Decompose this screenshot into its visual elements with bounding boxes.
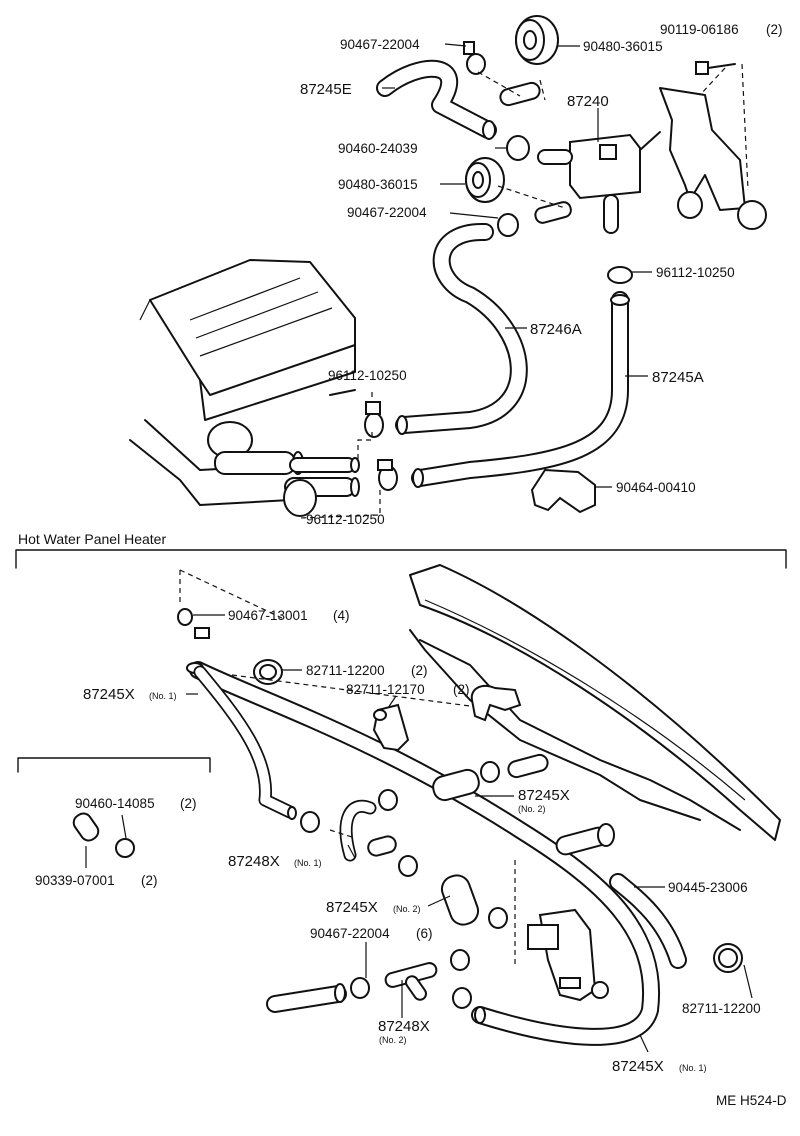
clamp-82711-12200-a <box>253 659 283 685</box>
hose-87245X-no2-a <box>432 753 549 802</box>
panel-hose-bracket <box>470 684 522 722</box>
clamp-90460-24039 <box>506 135 530 161</box>
label-87248X-no1: 87248X <box>228 853 280 870</box>
label-90339-07001-qty: (2) <box>141 873 158 888</box>
plug-90339-07001 <box>72 812 100 842</box>
label-90460-24039: 90460-24039 <box>338 141 418 156</box>
pipe-stub-top <box>499 81 541 107</box>
valve-bracket <box>659 87 767 230</box>
label-87246A: 87246A <box>530 321 582 338</box>
label-90467-22004-bottom-qty: (6) <box>416 926 433 941</box>
label-87245X-no1-top-sub: (No. 1) <box>149 691 177 701</box>
label-87240: 87240 <box>567 93 609 110</box>
diagram-code: ME H524-D <box>716 1093 787 1108</box>
hose-87245A <box>411 291 630 488</box>
label-87248X-no1-sub: (No. 1) <box>294 858 322 868</box>
label-82711-12200-a-qty: (2) <box>411 663 428 678</box>
label-87245X-no1-bottom-sub: (No. 1) <box>679 1063 707 1073</box>
label-82711-12170-qty: (2) <box>453 682 470 697</box>
label-96112-10250-right: 96112-10250 <box>656 265 735 280</box>
hose-lower-left-cut <box>266 983 347 1013</box>
hose-90445-23006 <box>609 873 687 969</box>
label-90460-14085: 90460-14085 <box>75 796 155 811</box>
clamp-82711-12200-b <box>713 943 743 973</box>
label-87248X-no2-sub: (No. 2) <box>379 1035 407 1045</box>
label-82711-12170: 82711-12170 <box>346 682 425 697</box>
hose-87245X-no1-branch <box>193 665 297 820</box>
grommet-90480-36015-top <box>515 15 559 65</box>
label-87245E: 87245E <box>300 81 352 98</box>
label-90445-23006: 90445-23006 <box>668 880 748 895</box>
instrument-panel <box>409 564 781 841</box>
label-87245X-no2-a-sub: (No. 2) <box>518 804 546 814</box>
label-90467-22004-top: 90467-22004 <box>340 37 420 52</box>
label-90467-13001-qty: (4) <box>333 608 350 623</box>
clamp-96112-10250-right <box>607 266 633 284</box>
leader-lines <box>85 43 753 1053</box>
label-87245X-no1-top: 87245X <box>83 686 135 703</box>
label-90119-06186: 90119-06186 <box>660 22 739 37</box>
label-90467-13001: 90467-13001 <box>228 608 308 623</box>
engine-pipe-fittings <box>207 421 360 517</box>
hose-87245X-no2-b <box>440 874 508 929</box>
dashed-guide-lines-upper <box>299 63 749 519</box>
hose-87246A <box>395 222 528 435</box>
label-96112-10250-bottom: 96112-10250 <box>306 512 385 527</box>
clip-90464-00410 <box>530 468 596 514</box>
heater-core-unit <box>527 908 609 1002</box>
label-82711-12200-b: 82711-12200 <box>682 1001 761 1016</box>
clamp-90467-22004-top <box>463 41 486 75</box>
pipe-stub-right <box>555 823 615 856</box>
pipe-87248X-no2 <box>350 949 472 1009</box>
dashed-guide-lines-lower <box>179 569 516 965</box>
label-96112-10250-left: 96112-10250 <box>328 368 407 383</box>
label-90480-36015-mid: 90480-36015 <box>338 177 418 192</box>
section-bracket <box>15 549 787 569</box>
side-box-bracket <box>17 757 211 773</box>
bolt-90119-06186 <box>695 61 736 75</box>
label-90464-00410: 90464-00410 <box>616 480 696 495</box>
engine-block <box>129 259 356 506</box>
label-90119-06186-qty: (2) <box>766 22 783 37</box>
hose-87248X-no1 <box>339 799 397 862</box>
clamp-96112-10250-left <box>364 401 384 438</box>
bracket-82711-12170 <box>372 703 410 752</box>
grommet-90480-36015-mid <box>465 157 505 203</box>
label-87245A: 87245A <box>652 369 704 386</box>
clamp-90460-14085 <box>115 838 135 858</box>
label-87245X-no2-a: 87245X <box>518 787 570 804</box>
hose-87245E <box>376 59 497 140</box>
label-90339-07001: 90339-07001 <box>35 873 115 888</box>
label-87245X-no2-b: 87245X <box>326 899 378 916</box>
label-90480-36015-top: 90480-36015 <box>583 39 663 54</box>
label-90467-22004-bottom: 90467-22004 <box>310 926 390 941</box>
clamp-90467-22004-mid <box>497 201 572 237</box>
clamp-96112-10250-bottom <box>377 459 398 491</box>
water-valve-87240 <box>537 131 661 234</box>
label-87245X-no2-b-sub: (No. 2) <box>393 904 421 914</box>
label-82711-12200-a: 82711-12200 <box>306 663 385 678</box>
label-87248X-no2: 87248X <box>378 1018 430 1035</box>
label-90460-14085-qty: (2) <box>180 796 197 811</box>
section-title: Hot Water Panel Heater <box>18 531 166 547</box>
clamps-87248X-no1 <box>300 789 418 877</box>
label-87245X-no1-bottom: 87245X <box>612 1058 664 1075</box>
callout-labels: 90467-22004 90480-36015 90119-06186 (2) … <box>35 22 787 1108</box>
label-90467-22004-mid: 90467-22004 <box>347 205 427 220</box>
clip-90467-13001 <box>177 608 210 639</box>
